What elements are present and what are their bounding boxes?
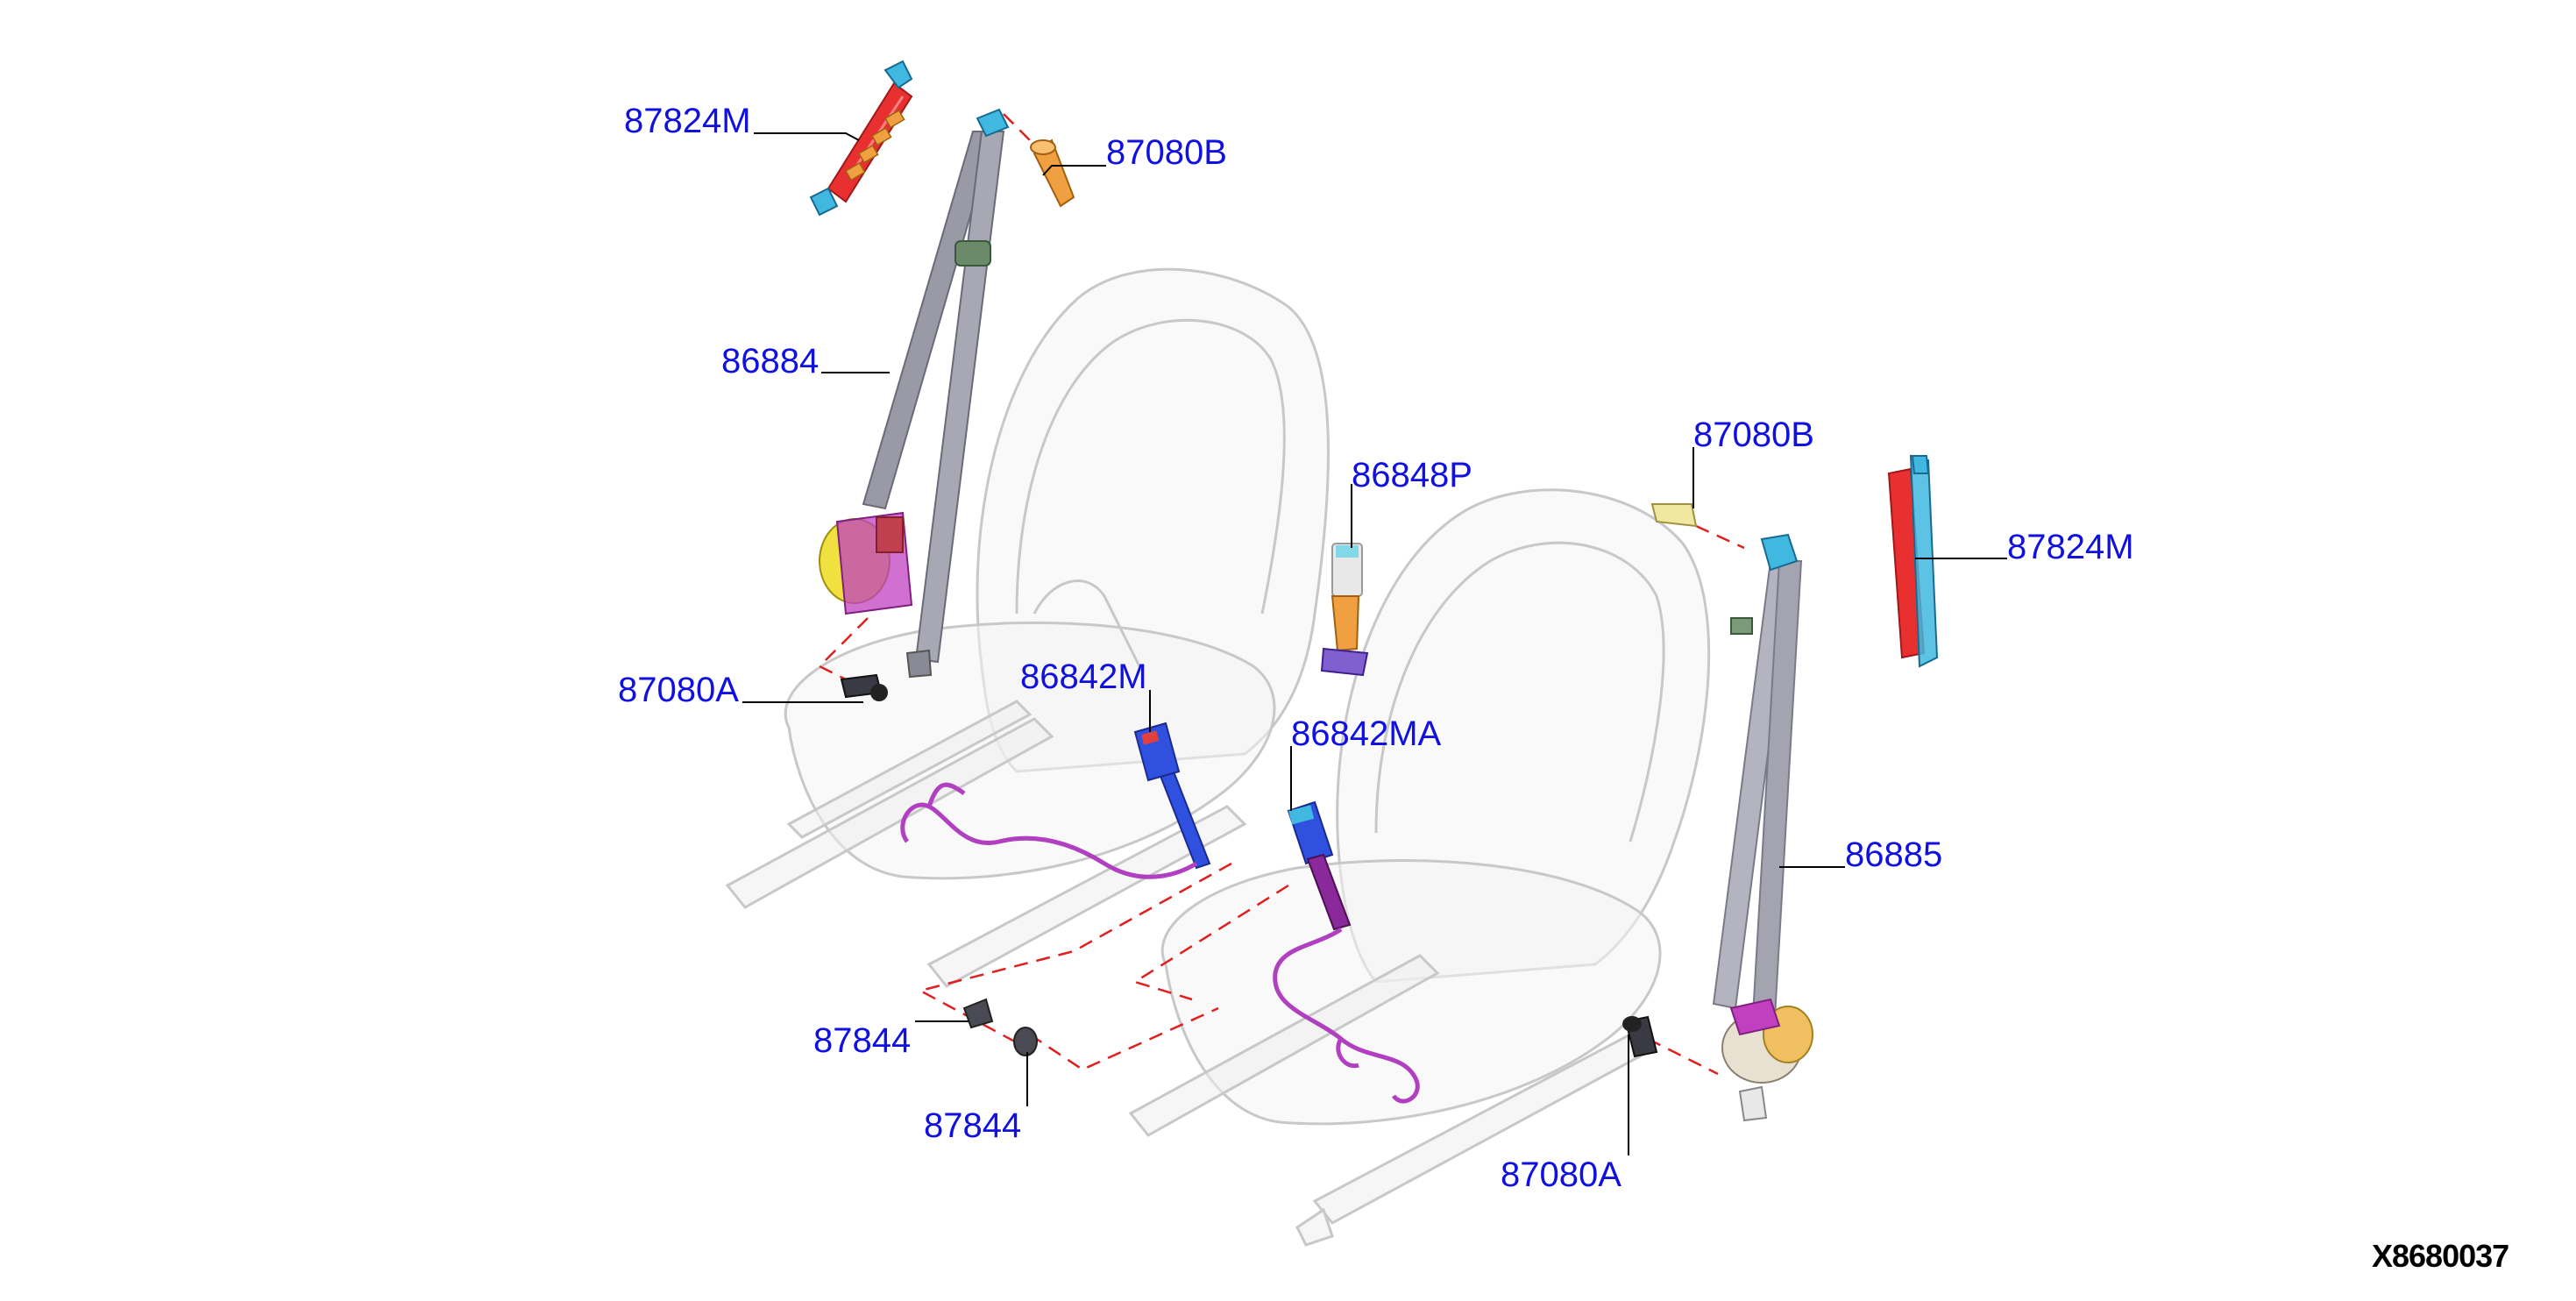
callout-86842M: 86842M: [1020, 658, 1147, 696]
callout-87080B-right: 87080B: [1693, 416, 1814, 454]
callout-86885: 86885: [1845, 835, 1943, 874]
leader-lines: [742, 132, 2007, 1155]
callout-86842MA: 86842MA: [1291, 714, 1442, 753]
callout-87080B-left: 87080B: [1106, 133, 1227, 172]
callout-86884: 86884: [721, 342, 820, 380]
left-anchor-bolt-87080A: [840, 673, 888, 701]
left-seat-rail-1: [725, 717, 1054, 909]
right-seat-back-inner: [1374, 541, 1665, 842]
callout-86848P: 86848P: [1352, 456, 1473, 494]
left-seat-rail-3: [786, 700, 1033, 839]
callout-87824M-right: 87824M: [2007, 528, 2134, 566]
left-anchor-bolt-87080B: [1030, 139, 1075, 208]
dash-buckle-left: [917, 862, 1232, 1054]
dash-87844: [1029, 1006, 1219, 1071]
tongue-plate-86848P: [1320, 543, 1369, 677]
callout-87824M-left: 87824M: [624, 102, 751, 140]
leader-c2: [1042, 165, 1106, 176]
diagram-reference-code: X8680037: [2372, 1238, 2509, 1274]
left-buckle-86842M: [1133, 722, 1211, 870]
callout-87844-lower: 87844: [924, 1106, 1022, 1145]
assembly-dashes: [817, 113, 1745, 1076]
left-seat: [725, 267, 1330, 988]
left-seat-back-inner: [1015, 318, 1286, 615]
callout-87080A-left: 87080A: [618, 671, 739, 709]
callout-87080A-right: 87080A: [1501, 1155, 1622, 1194]
dash-87080B-left: [1003, 113, 1035, 146]
dash-87080A-right: [1647, 1037, 1719, 1076]
right-seat-belt-86885: [1712, 533, 1813, 1122]
right-wire-harness: [1273, 927, 1420, 1104]
left-wire-harness: [900, 782, 1198, 879]
cap-87844-lower: [1013, 1027, 1038, 1056]
left-seat-rail-2: [926, 805, 1247, 988]
leader-c1: [754, 132, 860, 141]
left-seat-belt-86884: [819, 108, 1010, 679]
right-seat-rail-1: [1128, 954, 1440, 1137]
left-height-adjuster: [809, 60, 913, 217]
right-anchor-bolt-87080A: [1622, 1015, 1658, 1058]
left-seat-bolster: [1033, 579, 1141, 667]
right-height-adjuster: [1887, 454, 1939, 668]
dash-87080B-right: [1695, 524, 1745, 550]
right-seat: [1128, 488, 1711, 1247]
right-anchor-bolt-87080B: [1650, 503, 1698, 528]
right-seat-rail-3: [1295, 1207, 1334, 1247]
cap-87844-upper: [962, 998, 994, 1029]
right-buckle-86842MA: [1287, 800, 1352, 931]
callout-87844-upper: 87844: [813, 1021, 912, 1060]
